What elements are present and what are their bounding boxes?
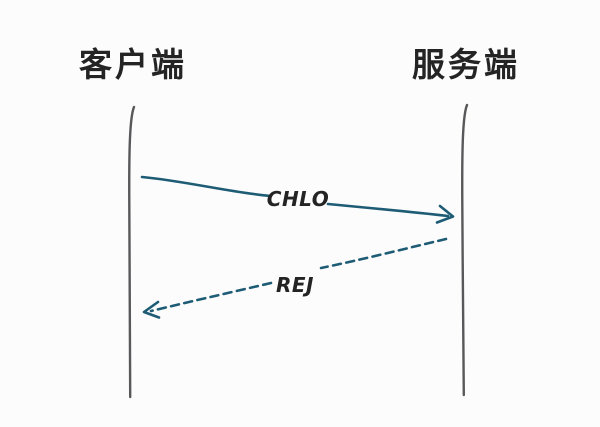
chlo-arrowhead xyxy=(435,204,455,224)
message-chlo: CHLO xyxy=(140,175,455,224)
rej-label: REJ xyxy=(276,273,314,297)
server-lifeline xyxy=(461,103,469,397)
chlo-arrow-right-segment xyxy=(326,202,450,218)
message-rej: REJ xyxy=(142,237,448,319)
chlo-arrow-left-segment xyxy=(140,175,272,198)
actor-server-label: 服务端 xyxy=(412,45,520,84)
chlo-label: CHLO xyxy=(267,187,329,211)
client-lifeline xyxy=(128,105,136,399)
rej-arrow-left-segment xyxy=(149,281,273,313)
actor-client-label: 客户端 xyxy=(79,45,187,84)
rej-arrow-right-segment xyxy=(319,237,448,270)
rej-arrowhead xyxy=(142,300,161,319)
